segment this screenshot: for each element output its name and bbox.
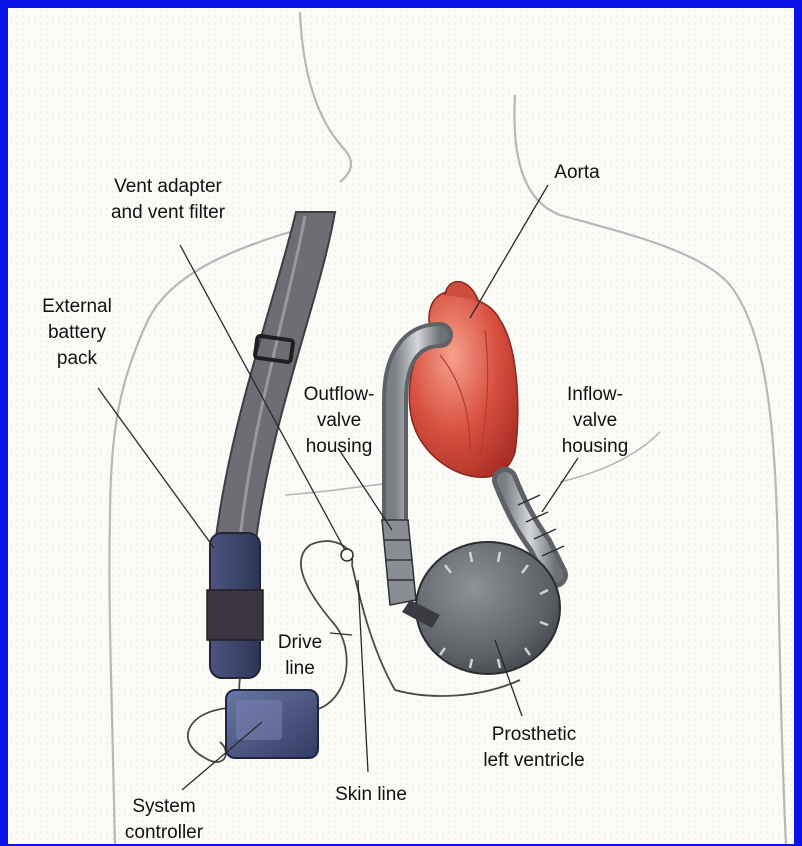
label-aorta: Aorta (532, 160, 622, 186)
external-battery-pack (207, 533, 263, 678)
controller-face (236, 700, 282, 740)
heart-body (409, 291, 517, 477)
battery-pack-band (207, 590, 263, 640)
prosthetic-ventricle (402, 542, 560, 674)
neck-left-outline (300, 12, 351, 182)
inflow-leader (542, 458, 578, 512)
vent-filter (341, 549, 353, 561)
aorta-leader (470, 185, 548, 318)
label-prosthetic-lv: Prosthetic left ventricle (454, 722, 614, 774)
label-skin-line: Skin line (316, 782, 426, 808)
drive-line-cable (301, 541, 352, 710)
label-inflow-valve: Inflow- valve housing (540, 382, 650, 460)
battery-leader (98, 388, 214, 548)
label-system-controller: System controller (104, 794, 224, 844)
diagram-frame: Aorta Vent adapter and vent filter Exter… (8, 8, 794, 844)
label-outflow-valve: Outflow- valve housing (284, 382, 394, 460)
heart (409, 282, 517, 478)
label-drive-line: Drive line (260, 630, 340, 682)
outflow-valve-housing (382, 520, 416, 605)
ventricle-body (416, 542, 560, 674)
neck-right-outline (514, 95, 560, 215)
label-external-battery: External battery pack (22, 294, 132, 372)
system-controller (226, 690, 318, 758)
label-vent-adapter: Vent adapter and vent filter (68, 174, 268, 226)
anatomy-illustration (8, 8, 794, 844)
